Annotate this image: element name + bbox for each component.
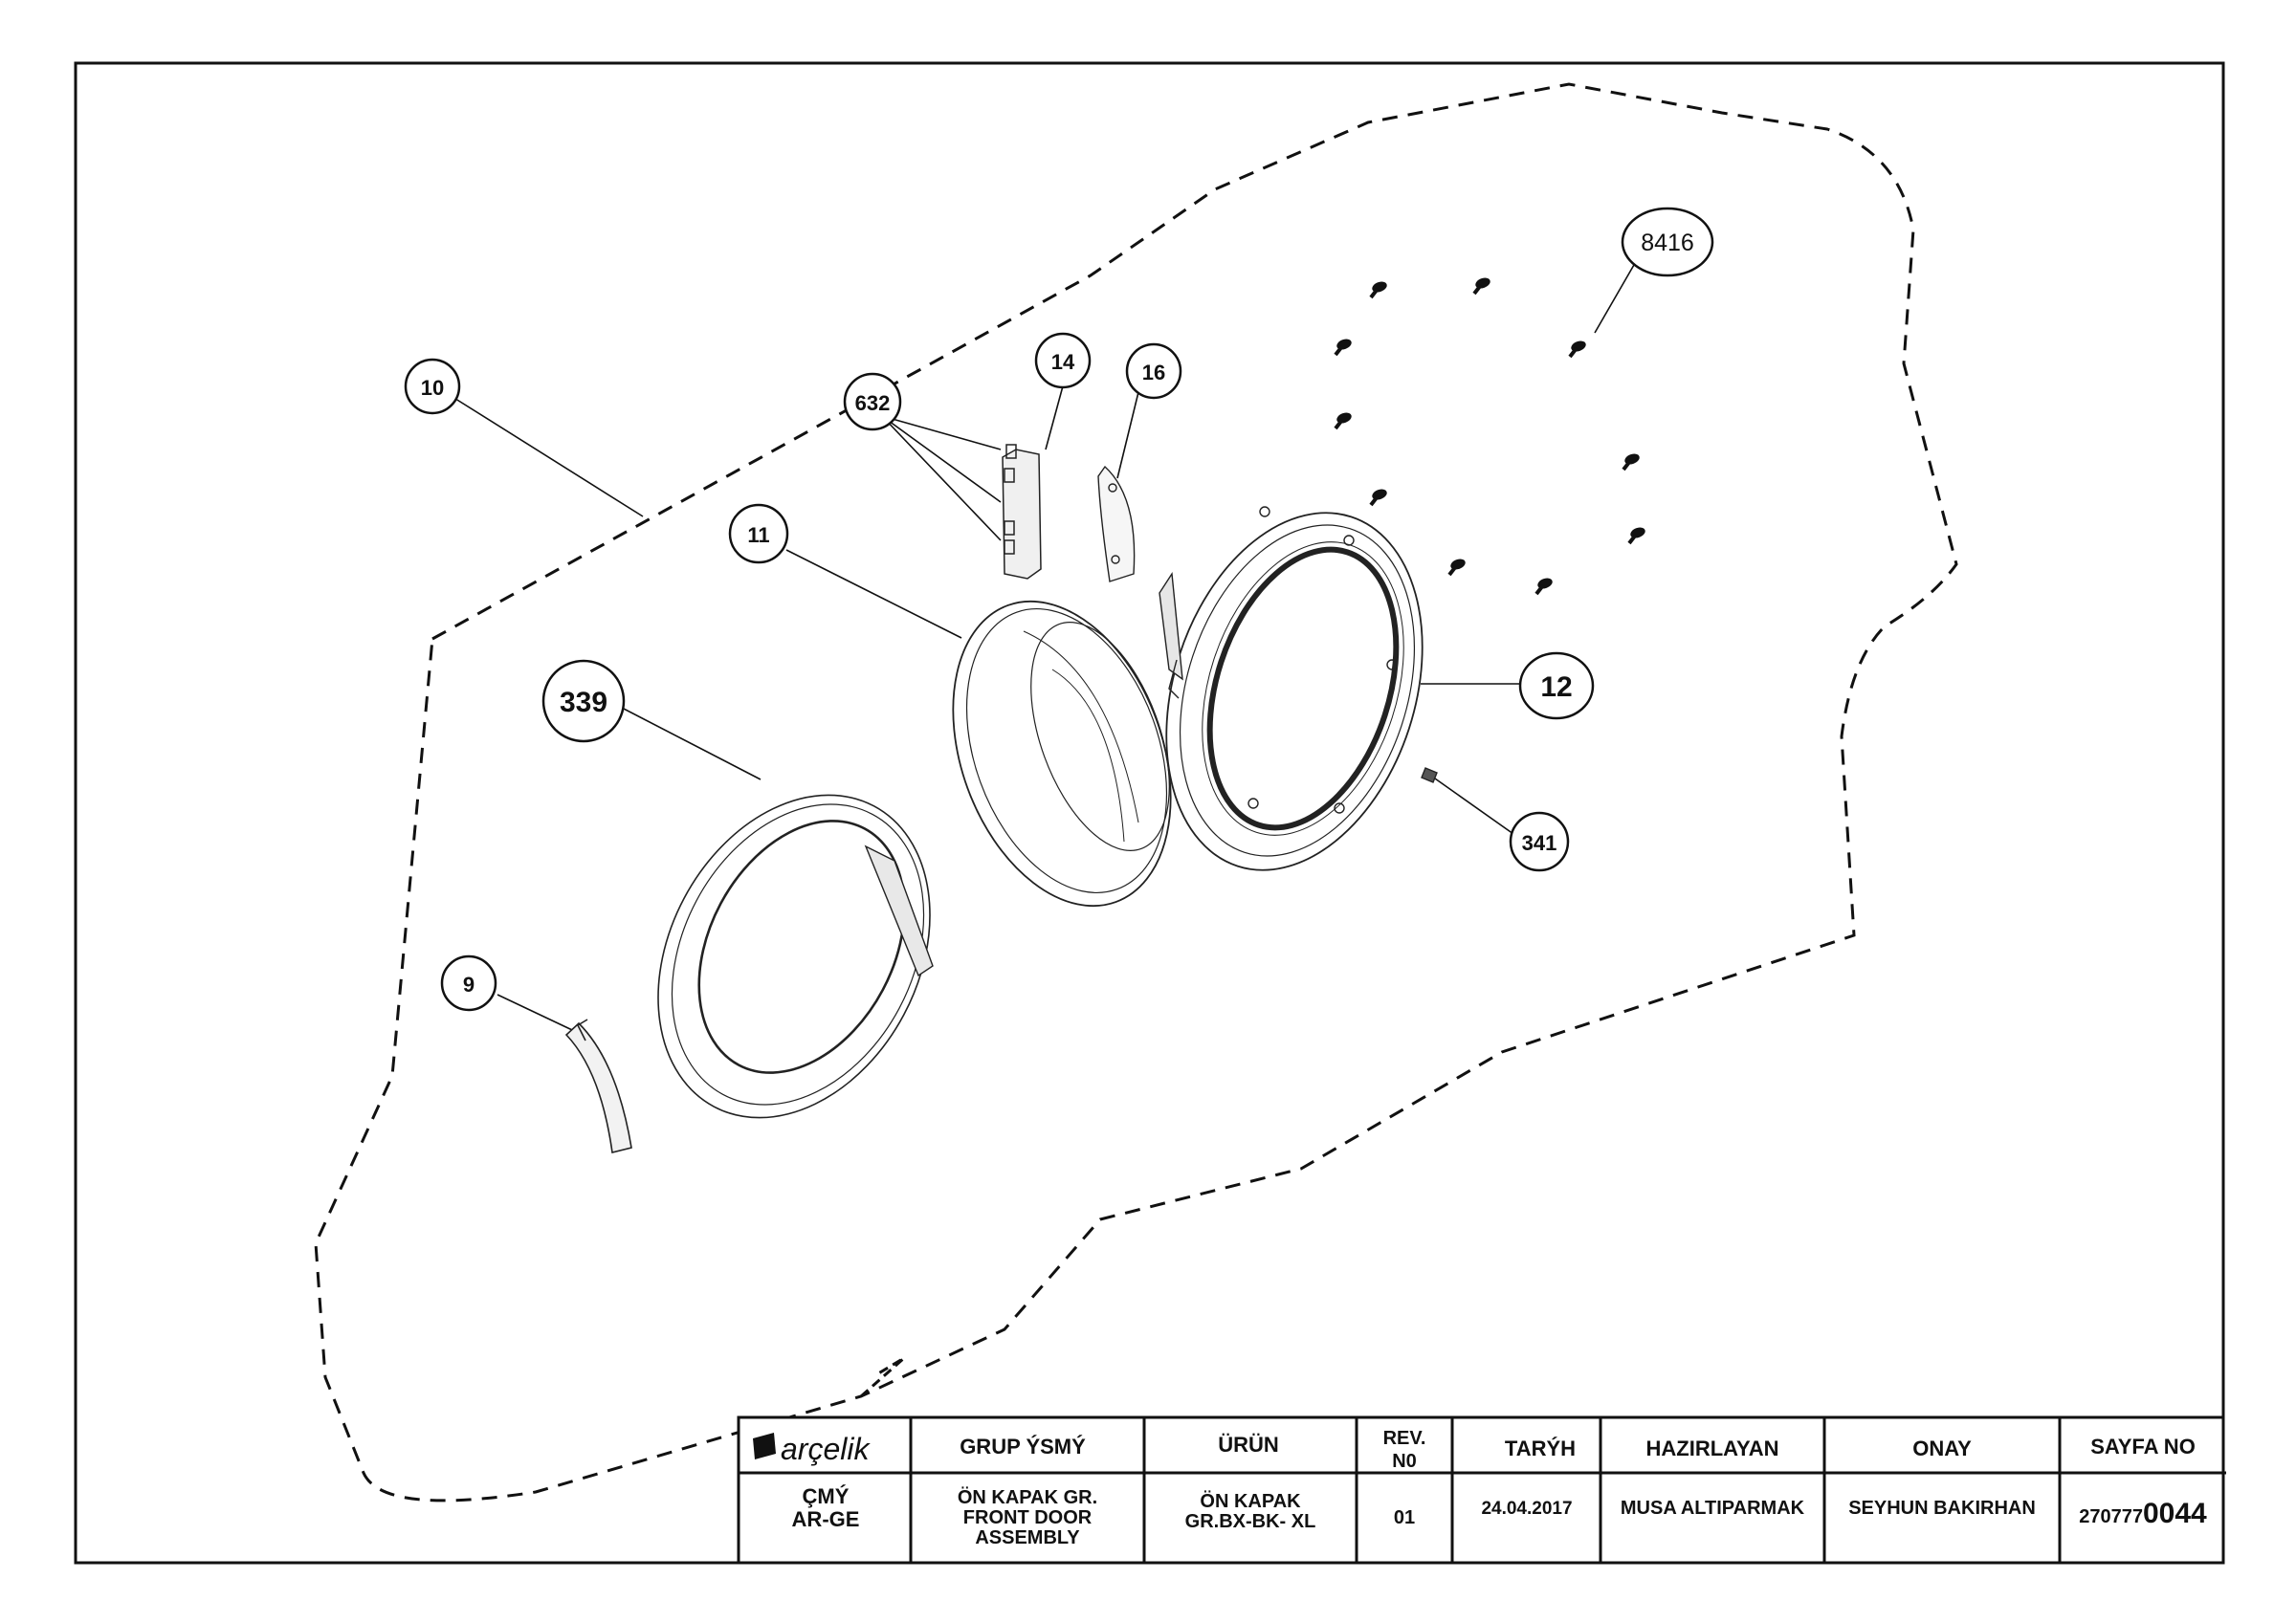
callout-9-label: 9 [463, 973, 475, 997]
leader-lines [452, 257, 1639, 1039]
value-date: 24.04.2017 [1481, 1499, 1572, 1519]
callout-341: 341 [1509, 811, 1570, 872]
title-block: arçelik GRUP ÝSMÝ ÜRÜN REV. N0 TARÝH HAZ… [737, 1415, 2226, 1565]
hinge-cover-part [1097, 465, 1136, 582]
value-product-line2: GR.BX-BK- XL [1185, 1511, 1316, 1532]
header-tarih: TARÝH [1505, 1437, 1576, 1460]
callout-12: 12 [1518, 651, 1595, 720]
arcelik-logo-text: arçelik [781, 1432, 871, 1466]
inner-door-frame [1159, 506, 1424, 871]
value-approved-by: SEYHUN BAKIRHAN [1848, 1498, 2036, 1519]
door-frame-ring [657, 794, 934, 1119]
arcelik-logo-mark [753, 1433, 776, 1459]
callout-9: 9 [440, 954, 497, 1012]
value-dept-line2: AR-GE [792, 1507, 860, 1531]
header-rev-line1: REV. [1383, 1428, 1426, 1449]
callout-632: 632 [843, 372, 902, 431]
callout-12-label: 12 [1540, 671, 1572, 703]
callout-14-label: 14 [1051, 350, 1075, 374]
value-group-line2: FRONT DOOR [963, 1507, 1093, 1528]
callout-16: 16 [1125, 342, 1182, 400]
callout-8416: 8416 [1621, 207, 1714, 277]
callout-16-label: 16 [1142, 361, 1165, 384]
callout-339: 339 [541, 659, 626, 743]
callout-11: 11 [728, 503, 789, 564]
value-rev: 01 [1394, 1507, 1415, 1528]
value-product-line1: ÖN KAPAK [1200, 1490, 1301, 1512]
value-prepared-by: MUSA ALTIPARMAK [1621, 1498, 1805, 1519]
drawing-frame [74, 61, 2225, 1565]
callout-341-label: 341 [1522, 831, 1557, 855]
header-urun: ÜRÜN [1218, 1433, 1279, 1457]
door-glass-bowl [952, 600, 1172, 908]
boundary-notch [860, 1356, 905, 1398]
header-sayfa-no: SAYFA NO [2090, 1435, 2196, 1459]
value-page-prefix: 270777 [2079, 1506, 2143, 1527]
callout-632-label: 632 [855, 391, 891, 415]
header-hazirlayan: HAZIRLAYAN [1646, 1437, 1779, 1460]
title-block-column-dividers [909, 1417, 2062, 1563]
arcelik-logo: arçelik [753, 1432, 871, 1466]
value-dept-line1: ÇMÝ [803, 1484, 850, 1508]
value-page-number: 2707770044 [2079, 1498, 2207, 1529]
callout-10-label: 10 [421, 376, 444, 400]
header-grup-ismi: GRUP ÝSMÝ [960, 1435, 1086, 1459]
callout-14: 14 [1034, 332, 1092, 389]
door-handle-part [564, 1019, 632, 1153]
callout-8416-label: 8416 [1641, 230, 1694, 256]
value-group-line1: ÖN KAPAK GR. [958, 1486, 1097, 1508]
value-page-suffix: 0044 [2143, 1498, 2207, 1529]
callout-339-label: 339 [560, 687, 607, 718]
header-rev-line2: N0 [1392, 1451, 1417, 1472]
title-block-bg [737, 1415, 2225, 1565]
callout-10: 10 [404, 358, 461, 415]
header-onay: ONAY [1912, 1437, 1972, 1460]
assembly-boundary-dashed [314, 82, 1958, 1502]
pin-part-341 [1421, 767, 1438, 783]
screws-8416 [1334, 277, 1645, 596]
value-group-line3: ASSEMBLY [975, 1527, 1080, 1548]
hinge-part [1002, 444, 1042, 580]
callout-11-label: 11 [747, 523, 769, 547]
